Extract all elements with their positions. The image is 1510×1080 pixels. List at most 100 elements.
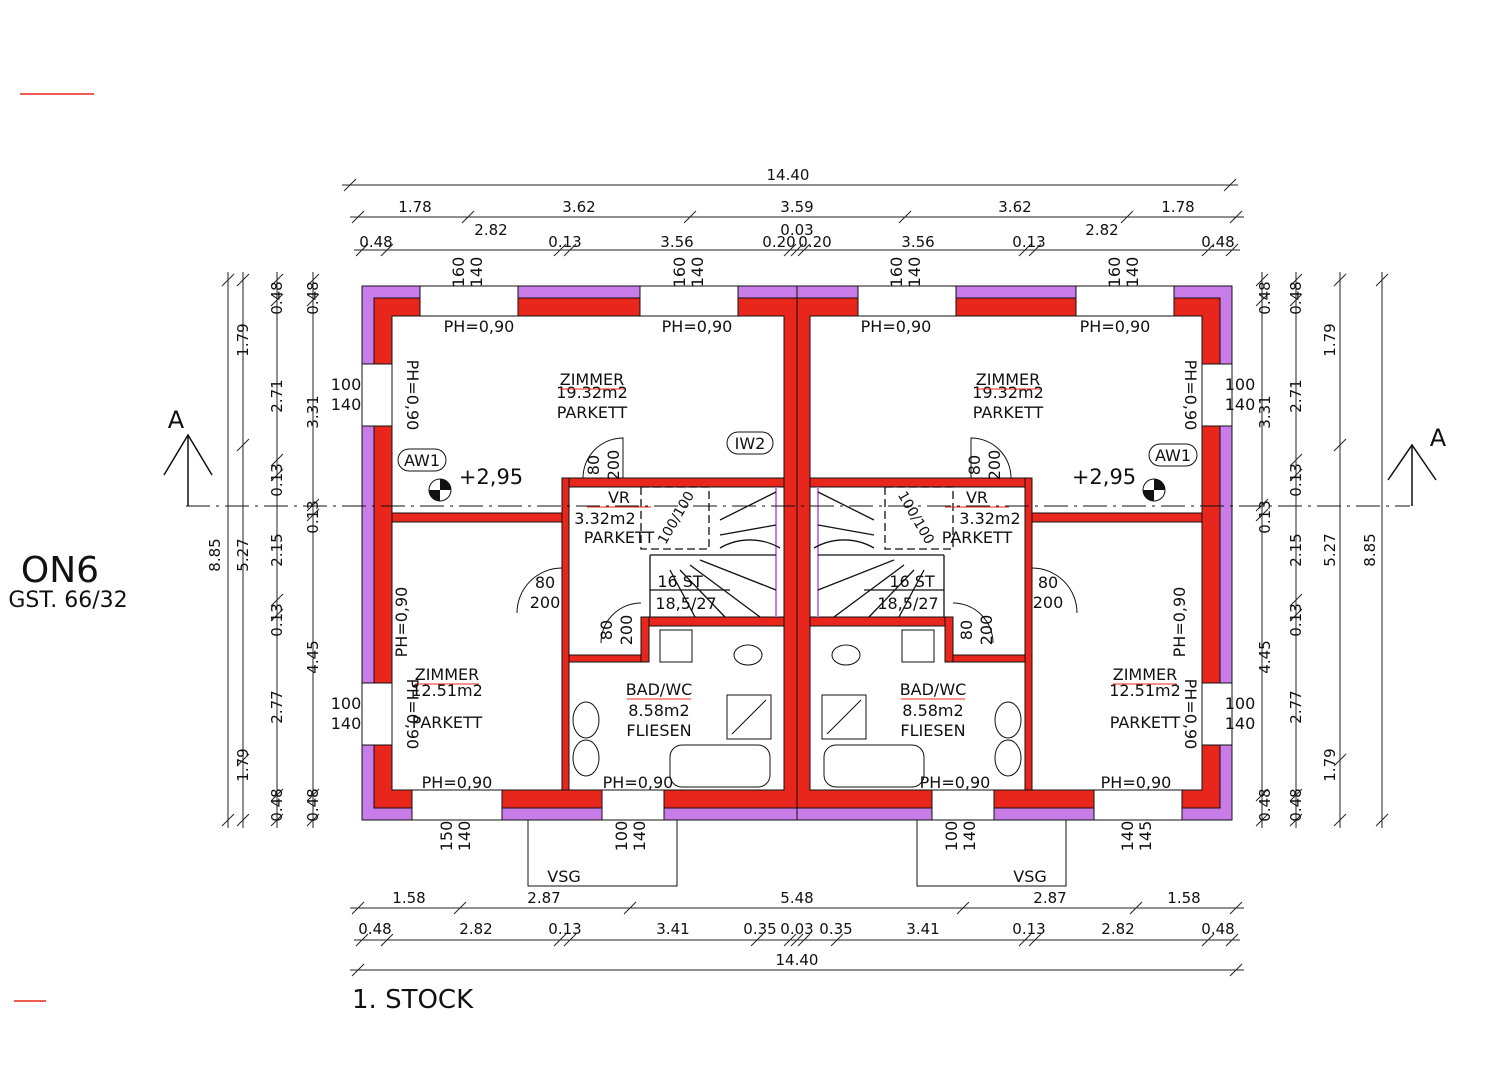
window-height: 140 <box>1123 257 1142 288</box>
dimension-line <box>898 210 912 224</box>
dimension-label: 0.13 <box>1012 233 1045 251</box>
room-floor: PARKETT <box>1110 713 1181 732</box>
dimension-line <box>783 933 797 947</box>
dimension-label: 0.48 <box>1287 281 1305 314</box>
dimension-label: 0.48 <box>1256 281 1274 314</box>
parapet-height: PH=0,90 <box>1101 773 1172 792</box>
dimension-label: 0.48 <box>1256 788 1274 821</box>
dimension-line <box>783 243 797 257</box>
parapet-height: PH=0,90 <box>403 360 422 431</box>
room-name: ZIMMER <box>1113 665 1178 684</box>
dimension-label: 3.31 <box>304 395 322 428</box>
dimension-label: 0.48 <box>268 281 286 314</box>
dimension-line <box>1225 933 1239 947</box>
parapet-height: PH=0,90 <box>1170 587 1189 658</box>
dimension-label: 2.87 <box>1033 889 1066 907</box>
building-walls <box>361 285 1233 821</box>
parcel-number: GST. 66/32 <box>8 588 127 613</box>
windows <box>361 285 1233 821</box>
window-width: 140 <box>1118 821 1137 852</box>
dimension-line <box>306 813 320 827</box>
stair-ratio: 18,5/27 <box>655 594 716 613</box>
room-floor: PARKETT <box>942 528 1013 547</box>
window-height: 140 <box>455 821 474 852</box>
dimension-label: 0.48 <box>1287 788 1305 821</box>
window-width: 160 <box>1105 257 1124 288</box>
window-width: 100 <box>612 821 631 852</box>
dimension-line <box>351 901 365 915</box>
dimension-label: 0.13 <box>268 463 286 496</box>
room-area: 19.32m2 <box>972 383 1044 402</box>
dimension-line <box>270 813 284 827</box>
dimension-line <box>1201 243 1215 257</box>
dimension-line <box>236 753 250 767</box>
room-name: ZIMMER <box>976 370 1041 389</box>
window-width: 100 <box>1225 694 1256 713</box>
dimension-line <box>351 963 365 977</box>
dimension-line <box>236 438 250 452</box>
room-name: ZIMMER <box>560 370 625 389</box>
window-height: 140 <box>1225 395 1256 414</box>
dimension-label: 0.03 <box>780 221 813 239</box>
dimension-label: 1.79 <box>234 323 252 356</box>
dimension-label: 0.20 <box>798 233 831 251</box>
dimension-line <box>830 933 844 947</box>
room-floor: PARKETT <box>557 403 628 422</box>
door-width: 80 <box>584 455 603 475</box>
red-marks <box>14 93 94 1002</box>
parapet-height: PH=0,90 <box>1181 360 1200 431</box>
room-floor: PARKETT <box>973 403 1044 422</box>
dimension-lines <box>221 178 1389 977</box>
dimension-line <box>1255 813 1269 827</box>
door-width: 80 <box>965 455 984 475</box>
dimension-line <box>1289 273 1303 287</box>
room-floor: PARKETT <box>584 528 655 547</box>
level-markers <box>428 478 1166 502</box>
dimension-label: 5.27 <box>234 538 252 571</box>
dimension-line <box>1129 901 1143 915</box>
wall-tag: AW1 <box>1155 446 1191 465</box>
door-width: 80 <box>535 573 555 592</box>
dimension-line <box>1333 273 1347 287</box>
dimension-label: 0.13 <box>548 920 581 938</box>
dimension-label: 0.48 <box>1201 920 1234 938</box>
stairs <box>640 486 954 618</box>
dimension-line <box>1201 933 1215 947</box>
window-height: 140 <box>905 257 924 288</box>
door-height: 200 <box>1033 593 1064 612</box>
dimension-label: 3.56 <box>660 233 693 251</box>
wall-tag: IW2 <box>735 434 766 453</box>
dimension-label: 0.13 <box>1287 463 1305 496</box>
dimension-line <box>1375 273 1389 287</box>
dimension-label: 5.48 <box>780 889 813 907</box>
dimension-label: 0.13 <box>548 233 581 251</box>
dimension-line <box>1333 813 1347 827</box>
dimension-line <box>797 243 811 257</box>
window-height: 145 <box>1136 821 1155 852</box>
dimension-label: 14.40 <box>776 951 819 969</box>
dimension-line <box>553 933 567 947</box>
window-height: 140 <box>1225 714 1256 733</box>
dimension-line <box>1333 438 1347 452</box>
room-name: VR <box>966 488 988 507</box>
dimension-label: 0.48 <box>359 233 392 251</box>
dimension-label: 2.82 <box>1101 920 1134 938</box>
dimension-label: 1.79 <box>234 748 252 781</box>
parapet-height: PH=0,90 <box>422 773 493 792</box>
sanitary-fixtures <box>572 629 1022 788</box>
dimension-line <box>1289 813 1303 827</box>
dimension-label: 1.79 <box>1321 748 1339 781</box>
dimension-label: 0.48 <box>268 788 286 821</box>
dimension-line <box>351 210 365 224</box>
dimension-line <box>306 273 320 287</box>
window-height: 140 <box>467 257 486 288</box>
dimension-line <box>1028 933 1042 947</box>
dimension-label: 5.27 <box>1321 533 1339 566</box>
dimension-label: 2.71 <box>1287 379 1305 412</box>
dimension-line <box>306 293 320 307</box>
dimension-label: 8.85 <box>1361 533 1379 566</box>
dimension-line <box>1229 963 1243 977</box>
level-label: +2,95 <box>459 465 523 489</box>
dimension-line <box>1289 468 1303 482</box>
dimension-label: 2.77 <box>268 690 286 723</box>
